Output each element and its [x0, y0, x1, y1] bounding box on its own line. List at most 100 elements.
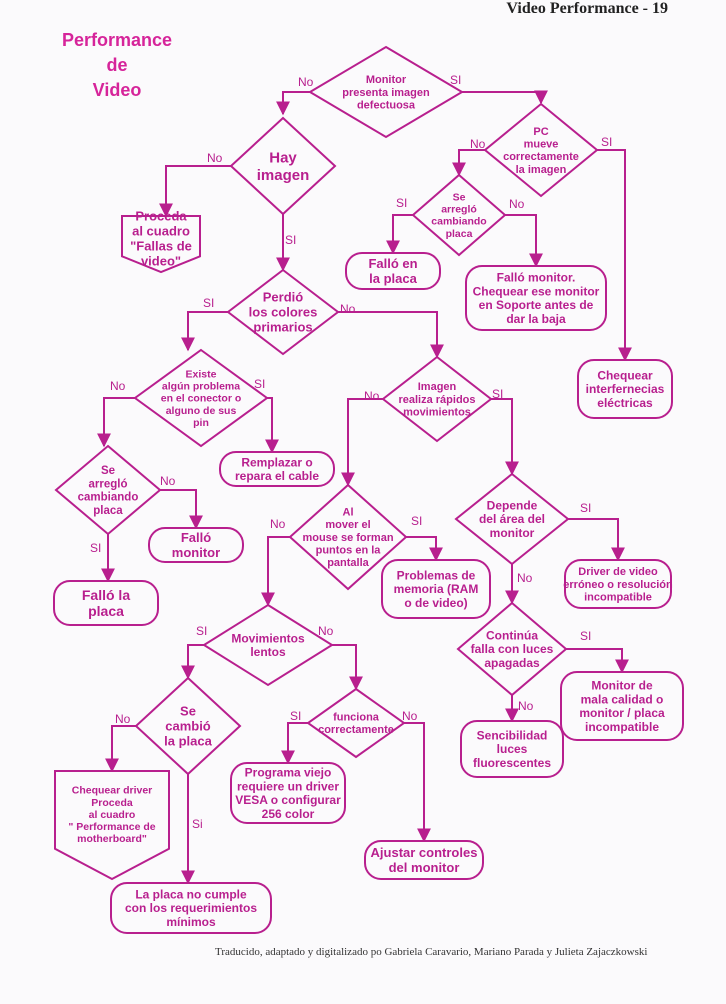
connector-arrow — [566, 648, 629, 674]
connector-arrow — [281, 722, 308, 765]
branch-label-yes: SI — [580, 501, 591, 515]
branch-label-no: No — [160, 474, 176, 488]
connector-arrow — [462, 90, 548, 105]
node-text-line: del monitor — [389, 860, 460, 875]
node-text-line: Ajustar controles — [371, 845, 478, 860]
branch-label-yes: Si — [192, 817, 203, 831]
node-text-line: Driver de video — [578, 566, 658, 578]
branch-label-yes: SI — [411, 514, 422, 528]
connector-arrow — [338, 311, 444, 359]
branch-label-no: No — [402, 709, 418, 723]
node-text-line: placa — [93, 505, 123, 517]
connector-arrow — [181, 644, 204, 680]
node-text-line: VESA o configurar — [235, 793, 341, 807]
node-text-line: al cuadro — [89, 809, 136, 821]
node-text-line: Proceda — [91, 797, 133, 809]
node-text-line: monitor — [172, 545, 220, 560]
page-title: Performance de Video — [52, 28, 182, 103]
title-line-3: Video — [92, 80, 142, 100]
node-text-line: imagen — [257, 167, 310, 184]
connector-arrow — [261, 536, 290, 607]
node-text-line: Se — [453, 192, 466, 204]
connector-arrow — [406, 536, 443, 562]
node-text-line: dar la baja — [506, 312, 566, 326]
node-text-line: la imagen — [516, 164, 567, 176]
branch-label-no: No — [298, 75, 314, 89]
node-shape — [54, 444, 162, 536]
branch-label-no: No — [115, 712, 131, 726]
node-text-line: mala calidad o — [581, 692, 664, 706]
node-text-line: mouse se forman — [302, 532, 393, 544]
node-shape — [308, 45, 464, 139]
node-text-line: Hay — [269, 150, 297, 167]
branch-label-no: No — [110, 379, 126, 393]
node-text-line: Proceda — [135, 209, 187, 224]
branch-label-no: No — [518, 699, 534, 713]
node-text-line: realiza rápidos — [398, 394, 475, 406]
branch-label-yes: SI — [290, 709, 301, 723]
node-text-line: arregló — [441, 204, 477, 216]
branch-label-no: No — [509, 197, 525, 211]
node-text-line: memoria (RAM — [394, 582, 479, 596]
node-shape — [483, 102, 599, 198]
node-text-line: algún problema — [162, 381, 240, 393]
branch-label-yes: SI — [285, 233, 296, 247]
node-text-line: Chequear ese monitor — [473, 284, 600, 298]
node-text-line: o de video) — [404, 596, 467, 610]
node-shape — [110, 882, 272, 934]
connector-arrow — [97, 397, 135, 448]
node-shape — [460, 720, 564, 778]
node-text-line: lentos — [250, 645, 286, 659]
node-text-line: Se — [180, 704, 196, 719]
node-text-line: Perdió — [263, 290, 304, 305]
node-shape — [133, 348, 269, 448]
branch-label-no: No — [270, 517, 286, 531]
connector-arrow — [341, 398, 383, 487]
connector-arrow — [491, 398, 519, 476]
connector-arrow — [332, 644, 363, 691]
branch-label-yes: SI — [396, 196, 407, 210]
node-text-line: mueve — [524, 139, 559, 151]
node-text-line: Existe — [186, 369, 217, 381]
node-text-line: los colores — [249, 305, 318, 320]
node-text-line: eléctricas — [597, 396, 653, 410]
title-line-1: Performance — [61, 30, 173, 50]
connector-arrow — [597, 149, 632, 362]
connector-arrow — [505, 214, 543, 268]
node-shape — [306, 687, 406, 759]
branch-label-yes: SI — [450, 73, 461, 87]
node-text-line: defectuosa — [357, 100, 416, 112]
node-text-line: incompatible — [585, 720, 659, 734]
node-text-line: primarios — [253, 320, 312, 335]
node-shape — [202, 603, 334, 687]
node-shape — [411, 173, 507, 257]
branch-label-yes: SI — [90, 541, 101, 555]
branch-label-no: No — [340, 302, 356, 316]
connector-arrow — [452, 149, 485, 177]
node-text-line: Monitor — [366, 74, 407, 86]
node-text-line: apagadas — [484, 656, 540, 670]
node-text-line: Imagen — [418, 381, 457, 393]
page-header: Video Performance - 19 — [506, 0, 668, 17]
node-shape — [226, 268, 340, 356]
connector-arrow — [404, 722, 431, 843]
node-shape — [54, 770, 170, 881]
connector-arrow — [105, 725, 136, 773]
branch-label-no: No — [364, 389, 380, 403]
node-text-line: arregló — [89, 478, 128, 490]
node-text-line: cambió — [165, 719, 211, 734]
node-shape — [577, 359, 673, 419]
